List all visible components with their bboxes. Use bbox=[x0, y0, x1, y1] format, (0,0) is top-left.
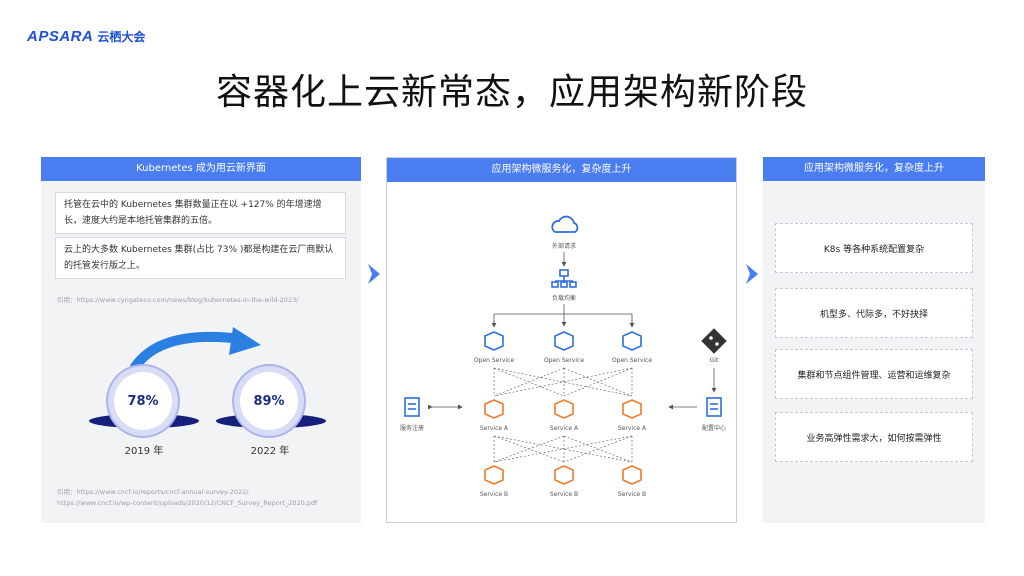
logo-text-en: APSARA bbox=[27, 27, 94, 45]
middle-panel: 应用架构微服务化，复杂度上升 外部请求 负载均衡 bbox=[386, 157, 737, 523]
brand-logo: APSARA 云栖大会 bbox=[27, 27, 145, 45]
left-panel: Kubernetes 成为用云新界面 托管在云中的 Kubernetes 集群数… bbox=[41, 157, 361, 523]
stat2-value: 89% bbox=[253, 393, 285, 409]
git-icon bbox=[701, 328, 727, 354]
right-panel: 应用架构微服务化，复杂度上升 K8s 等各种系统配置复杂 机型多、代际多，不好抉… bbox=[763, 157, 985, 523]
challenge-card-3: 集群和节点组件管理、运营和运维复杂 bbox=[775, 349, 973, 399]
growth-arrow-icon bbox=[130, 327, 261, 372]
config-center-icon bbox=[706, 397, 722, 417]
open-service-icon bbox=[484, 331, 642, 351]
stat1-ring: 78% bbox=[114, 372, 172, 430]
service-a-icon bbox=[484, 399, 642, 419]
architecture-diagram: 外部请求 负载均衡 Open Service Open Service Open… bbox=[400, 215, 727, 498]
service-a-label-2: Service A bbox=[550, 425, 579, 432]
open-service-label-2: Open Service bbox=[544, 357, 584, 364]
chevron-right-icon-2 bbox=[746, 264, 758, 284]
load-balancer-icon bbox=[551, 269, 577, 288]
registry-label: 服务注册 bbox=[400, 424, 424, 432]
service-b-icon bbox=[484, 465, 642, 485]
load-balancer-label: 负载均衡 bbox=[552, 294, 576, 302]
stat-text-box-2: 云上的大多数 Kubernetes 集群(占比 73% )都是构建在云厂商默认的… bbox=[55, 237, 346, 279]
chevron-right-icon bbox=[368, 264, 380, 284]
right-panel-header: 应用架构微服务化，复杂度上升 bbox=[763, 157, 985, 181]
left-panel-header: Kubernetes 成为用云新界面 bbox=[41, 157, 361, 181]
service-b-label-3: Service B bbox=[618, 491, 646, 498]
service-a-label-3: Service A bbox=[618, 425, 647, 432]
stat-text-box-1: 托管在云中的 Kubernetes 集群数量正在以 +127% 的年增速增长，速… bbox=[55, 192, 346, 234]
service-b-label-2: Service B bbox=[550, 491, 578, 498]
cloud-icon bbox=[551, 215, 579, 233]
challenge-card-2: 机型多、代际多，不好抉择 bbox=[775, 288, 973, 338]
git-label: Git bbox=[710, 357, 719, 364]
logo-text-cn: 云栖大会 bbox=[97, 29, 146, 44]
stat2-year: 2022 年 bbox=[250, 446, 290, 457]
stat1-value: 78% bbox=[127, 393, 159, 409]
reference-link-3[interactable]: https://www.cncf.io/wp-content/uploads/2… bbox=[57, 499, 318, 507]
page-title: 容器化上云新常态，应用架构新阶段 bbox=[215, 72, 808, 113]
service-b-label-1: Service B bbox=[480, 491, 508, 498]
open-service-label-3: Open Service bbox=[612, 357, 652, 364]
open-service-label-1: Open Service bbox=[474, 357, 514, 364]
middle-panel-header: 应用架构微服务化，复杂度上升 bbox=[387, 158, 736, 182]
challenge-card-1: K8s 等各种系统配置复杂 bbox=[775, 223, 973, 273]
stat1-year: 2019 年 bbox=[124, 446, 164, 457]
stat2-ring: 89% bbox=[240, 372, 298, 430]
external-request-label: 外部请求 bbox=[552, 242, 576, 250]
reference-link-1[interactable]: 引用：https://www.cyngateco.com/news/blog/k… bbox=[57, 296, 299, 304]
registry-icon bbox=[404, 397, 420, 417]
challenge-card-4: 业务高弹性需求大，如何按需弹性 bbox=[775, 412, 973, 462]
config-center-label: 配置中心 bbox=[702, 424, 726, 432]
reference-link-2[interactable]: 引用：https://www.cncf.io/reports/cncf-annu… bbox=[57, 488, 249, 496]
service-a-label-1: Service A bbox=[480, 425, 509, 432]
